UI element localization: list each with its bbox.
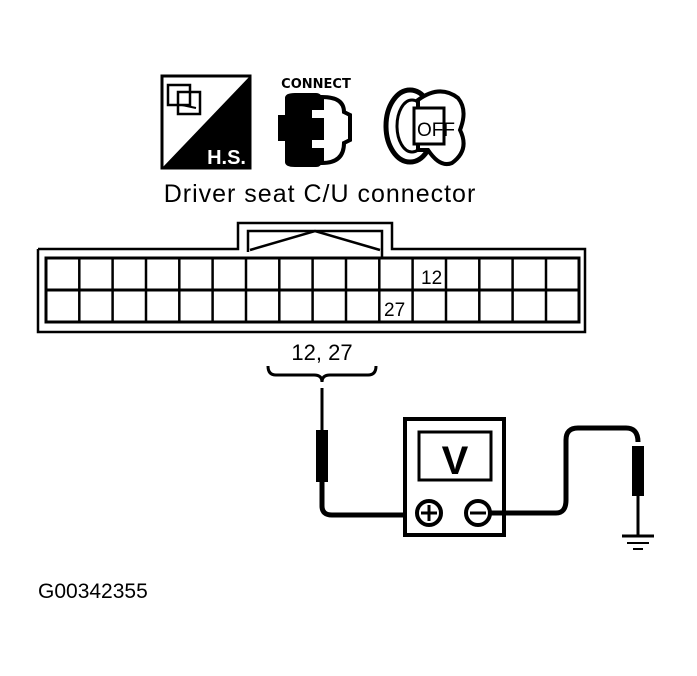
connector-title: Driver seat C/U connector xyxy=(163,180,477,208)
svg-text:V: V xyxy=(442,439,469,483)
ground-icon xyxy=(622,534,654,550)
positive-probe xyxy=(316,388,408,518)
brace xyxy=(266,365,378,383)
svg-text:OFF: OFF xyxy=(417,120,455,141)
harness-icon: H.S. xyxy=(160,74,252,170)
connect-label: CONNECT xyxy=(281,77,351,92)
pin-27-label: 27 xyxy=(384,300,405,321)
connect-icon xyxy=(278,93,352,167)
voltmeter: V xyxy=(403,417,506,537)
ignition-off-icon: OFF xyxy=(383,87,466,167)
svg-text:H.S.: H.S. xyxy=(207,147,246,169)
probe-pins-label: 12, 27 xyxy=(291,340,352,365)
figure-id: G00342355 xyxy=(38,580,148,603)
negative-probe xyxy=(490,425,644,536)
connector xyxy=(36,221,587,334)
pin-12-label: 12 xyxy=(421,268,442,289)
